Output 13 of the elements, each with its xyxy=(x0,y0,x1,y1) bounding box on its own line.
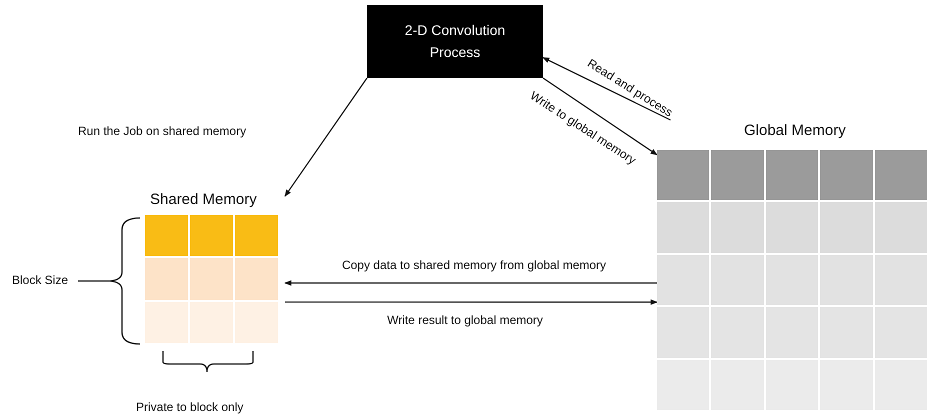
annotation-label: Run the Job on shared memory xyxy=(78,124,246,138)
arrow xyxy=(542,57,671,121)
process-box: 2-D Convolution Process xyxy=(367,5,543,78)
memory-heading: Shared Memory xyxy=(150,191,257,208)
arrow xyxy=(285,299,658,305)
memory-heading: Global Memory xyxy=(744,122,846,139)
edge-label: Write result to global memory xyxy=(387,312,543,328)
annotation-label: Private to block only xyxy=(136,400,244,414)
arrow xyxy=(284,78,368,197)
annotation-label: Block Size xyxy=(12,273,68,288)
arrow xyxy=(542,78,658,156)
arrow xyxy=(284,280,657,286)
edge-label: Copy data to shared memory from global memory xyxy=(342,258,606,272)
